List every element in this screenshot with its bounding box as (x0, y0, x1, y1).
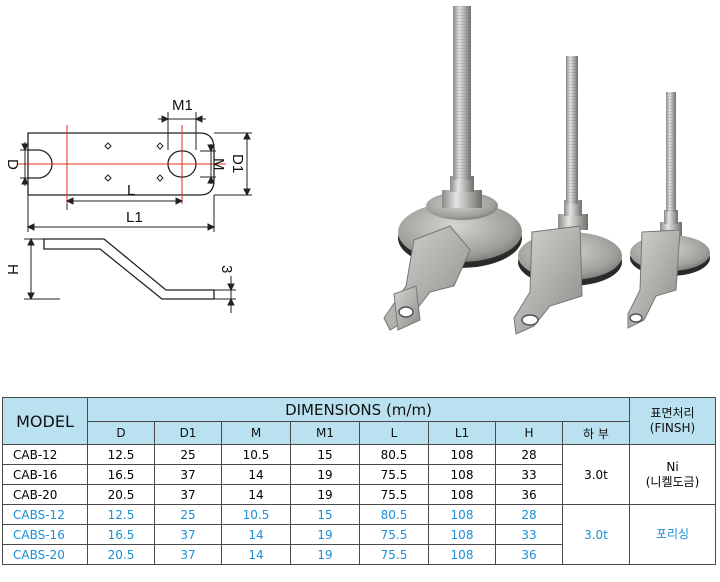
l-cell: 75.5 (359, 464, 429, 485)
finish-header-line2: (FINSH) (649, 421, 696, 435)
model-header: MODEL (2, 397, 88, 445)
model-cell: CAB-20 (2, 484, 88, 505)
m1-cell: 15 (290, 504, 360, 525)
column-header-l: L (359, 421, 429, 445)
model-cell: CABS-16 (2, 524, 88, 545)
l1-cell: 108 (428, 464, 496, 485)
label-m: M (210, 158, 227, 171)
d1-cell: 25 (154, 444, 222, 465)
label-h: H (4, 264, 21, 275)
finish-header-line1: 표면처리 (650, 406, 695, 420)
m1-cell: 19 (290, 464, 360, 485)
l1-cell: 108 (428, 484, 496, 505)
finish-header: 표면처리 (FINSH) (629, 397, 716, 445)
m1-cell: 15 (290, 444, 360, 465)
label-l1: L1 (126, 209, 143, 226)
leveler-large (383, 6, 522, 331)
dimensions-header: DIMENSIONS (m/m) (87, 397, 630, 422)
column-header-base: 하 부 (562, 421, 630, 445)
label-m1: M1 (172, 97, 193, 114)
d-cell: 12.5 (87, 504, 155, 525)
model-cell: CAB-12 (2, 444, 88, 465)
d1-cell: 37 (154, 484, 222, 505)
l-cell: 80.5 (359, 444, 429, 465)
column-header-m1: M1 (290, 421, 360, 445)
h-cell: 33 (495, 524, 563, 545)
finish-line2: (니켈도금) (645, 474, 700, 489)
finish-cell: Ni (니켈도금) (629, 444, 716, 505)
d1-cell: 37 (154, 524, 222, 545)
h-cell: 36 (495, 484, 563, 505)
l1-cell: 108 (428, 444, 496, 465)
base-cell: 3.0t (562, 444, 630, 505)
label-3: 3 (218, 265, 235, 273)
l1-cell: 108 (428, 544, 496, 565)
d-cell: 20.5 (87, 544, 155, 565)
m-cell: 14 (221, 484, 291, 505)
l1-cell: 108 (428, 504, 496, 525)
d1-cell: 37 (154, 544, 222, 565)
column-header-h: H (495, 421, 563, 445)
column-header-d: D (87, 421, 155, 445)
model-cell: CAB-16 (2, 464, 88, 485)
label-d1: D1 (229, 154, 246, 173)
m1-cell: 19 (290, 544, 360, 565)
l-cell: 75.5 (359, 484, 429, 505)
table-row: CAB-16 16.5 37 14 19 75.5 108 33 (2, 464, 716, 485)
label-l: L (127, 182, 135, 199)
m1-cell: 19 (290, 484, 360, 505)
d-cell: 16.5 (87, 464, 155, 485)
model-cell: CABS-20 (2, 544, 88, 565)
m-cell: 14 (221, 524, 291, 545)
d-cell: 12.5 (87, 444, 155, 465)
m-cell: 14 (221, 544, 291, 565)
m-cell: 14 (221, 464, 291, 485)
column-header-d1: D1 (154, 421, 222, 445)
finish-line1: 포리싱 (655, 527, 690, 541)
label-d: D (4, 159, 21, 170)
d-cell: 16.5 (87, 524, 155, 545)
model-cell: CABS-12 (2, 504, 88, 525)
d1-cell: 37 (154, 464, 222, 485)
leveler-medium (513, 56, 622, 335)
l-cell: 80.5 (359, 504, 429, 525)
h-cell: 33 (495, 464, 563, 485)
h-cell: 36 (495, 544, 563, 565)
d-cell: 20.5 (87, 484, 155, 505)
m-cell: 10.5 (221, 504, 291, 525)
spec-table: MODEL DIMENSIONS (m/m) 표면처리 (FINSH) D D1… (2, 397, 716, 565)
table-row: CAB-12 12.5 25 10.5 15 80.5 108 28 3.0t … (2, 444, 716, 505)
leveler-small (627, 92, 710, 329)
l-cell: 75.5 (359, 524, 429, 545)
m1-cell: 19 (290, 524, 360, 545)
m-cell: 10.5 (221, 444, 291, 465)
base-cell: 3.0t (562, 504, 630, 565)
column-header-l1: L1 (428, 421, 496, 445)
h-cell: 28 (495, 504, 563, 525)
finish-cell: 포리싱 (629, 504, 716, 565)
finish-line1: Ni (666, 459, 679, 474)
product-photo (383, 6, 710, 335)
l1-cell: 108 (428, 524, 496, 545)
table-row: CAB-20 20.5 37 14 19 75.5 108 36 (2, 484, 716, 505)
l-cell: 75.5 (359, 544, 429, 565)
technical-drawing: M1 D M D1 L L1 H 3 (4, 97, 252, 313)
table-row: CABS-20 20.5 37 14 19 75.5 108 36 (2, 544, 716, 565)
h-cell: 28 (495, 444, 563, 465)
table-row: CABS-12 12.5 25 10.5 15 80.5 108 28 3.0t… (2, 504, 716, 565)
column-header-m: M (221, 421, 291, 445)
d1-cell: 25 (154, 504, 222, 525)
